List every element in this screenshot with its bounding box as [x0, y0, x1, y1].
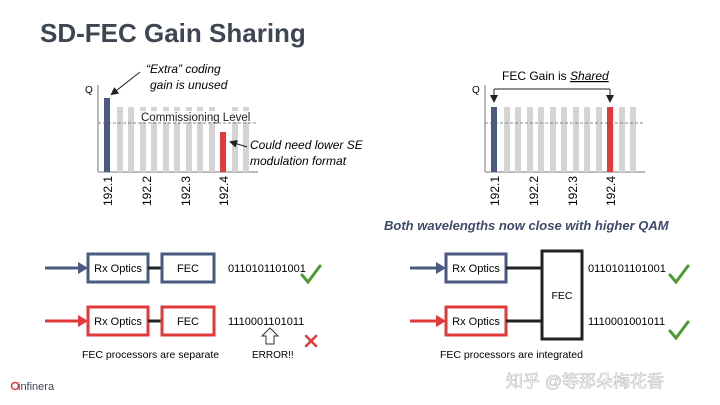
- bar-gray: [186, 107, 192, 172]
- fec-gain-prefix: FEC Gain is: [502, 69, 570, 83]
- check-icon-bottom: [668, 320, 690, 341]
- bar-gray: [619, 107, 625, 172]
- watermark: 知乎 @等那朵梅花香: [506, 372, 664, 391]
- bar-gray: [232, 107, 238, 172]
- bar-gray: [209, 107, 215, 172]
- fec-bottom: [160, 305, 216, 337]
- svg-text:Rx Optics: Rx Optics: [94, 263, 142, 275]
- bar-gray: [140, 107, 146, 172]
- right-tick-192-1: 192.1: [488, 176, 502, 206]
- left-tick-192-2: 192.2: [140, 176, 154, 206]
- bar-gray: [197, 107, 203, 172]
- left-tick-192-3: 192.3: [179, 176, 193, 206]
- bar-gray: [504, 107, 510, 172]
- right-chart: Q FEC Gain is Shared 192.1 192.2: [472, 69, 645, 206]
- left-tick-192-1: 192.1: [101, 176, 115, 206]
- bar-192-4: [607, 107, 613, 172]
- fec-top: [160, 252, 216, 284]
- bar-gray: [596, 107, 602, 172]
- bits-top: 0110101101001: [228, 263, 306, 275]
- bar-gray: [515, 107, 521, 172]
- bar-gray: [538, 107, 544, 172]
- lower-note-line2: modulation format: [250, 154, 347, 168]
- left-note: FEC processors are separate: [82, 349, 219, 361]
- svg-text:Rx Optics: Rx Optics: [452, 263, 500, 275]
- bar-gray: [630, 107, 636, 172]
- x-icon: [304, 334, 318, 348]
- check-icon-top: [668, 264, 690, 285]
- bar-192-1: [104, 98, 110, 172]
- error-label: ERROR!!: [252, 350, 294, 361]
- bar-gray: [573, 107, 579, 172]
- commissioning-level-label: Commissioning Level: [141, 112, 250, 124]
- lower-note-line1: Could need lower SE: [250, 138, 364, 152]
- svg-text:FEC: FEC: [177, 263, 199, 275]
- bar-gray: [163, 107, 169, 172]
- svg-text:Rx Optics: Rx Optics: [94, 316, 142, 328]
- caption: Both wavelengths now close with higher Q…: [384, 218, 670, 233]
- rx-optics-top: [444, 252, 508, 284]
- svg-text:FEC: FEC: [177, 316, 199, 328]
- bar-gray: [561, 107, 567, 172]
- bar-gray: [151, 107, 157, 172]
- left-block-diagram: Rx Optics FEC 0110101101001 Rx Optics FE…: [45, 252, 322, 361]
- check-icon-top: [300, 264, 322, 285]
- svg-text:FEC: FEC: [552, 290, 573, 302]
- bar-gray: [527, 107, 533, 172]
- fec-gain-label: FEC Gain is Shared: [502, 69, 609, 83]
- page-title: SD-FEC Gain Sharing: [40, 18, 306, 48]
- left-bars: [104, 98, 249, 172]
- bar-gray: [128, 107, 134, 172]
- left-tick-192-4: 192.4: [217, 176, 231, 206]
- shared-fec: [540, 249, 584, 341]
- right-tick-192-2: 192.2: [527, 176, 541, 206]
- bar-gray: [550, 107, 556, 172]
- bits-bottom: 1110001101011: [228, 316, 304, 328]
- bits-top: 0110101101001: [588, 263, 666, 275]
- up-arrow-icon: [260, 327, 280, 345]
- bar-gray: [243, 107, 249, 172]
- bar-gray: [584, 107, 590, 172]
- bar-192-4: [220, 132, 226, 172]
- left-chart: Q Commissioning Level “Extra” coding gai…: [85, 62, 364, 206]
- fec-gain-emph: Shared: [570, 69, 609, 83]
- svg-text:infinera: infinera: [18, 381, 55, 393]
- right-note: FEC processors are integrated: [440, 349, 583, 361]
- svg-text:Rx Optics: Rx Optics: [452, 316, 500, 328]
- bar-gray: [174, 107, 180, 172]
- right-q-label: Q: [472, 85, 480, 96]
- infinera-logo: infinera: [10, 381, 55, 393]
- right-tick-192-3: 192.3: [566, 176, 580, 206]
- right-block-diagram: Rx Optics Rx Optics FEC 0110101101001 11…: [410, 249, 690, 361]
- right-bars: [491, 107, 636, 172]
- bar-192-1: [491, 107, 497, 172]
- extra-note-line2: gain is unused: [150, 78, 228, 92]
- bar-gray: [117, 107, 123, 172]
- bits-bottom: 1110001001011: [588, 316, 665, 328]
- extra-note-line1: “Extra” coding: [146, 62, 221, 76]
- left-q-label: Q: [85, 85, 93, 96]
- right-tick-192-4: 192.4: [604, 176, 618, 206]
